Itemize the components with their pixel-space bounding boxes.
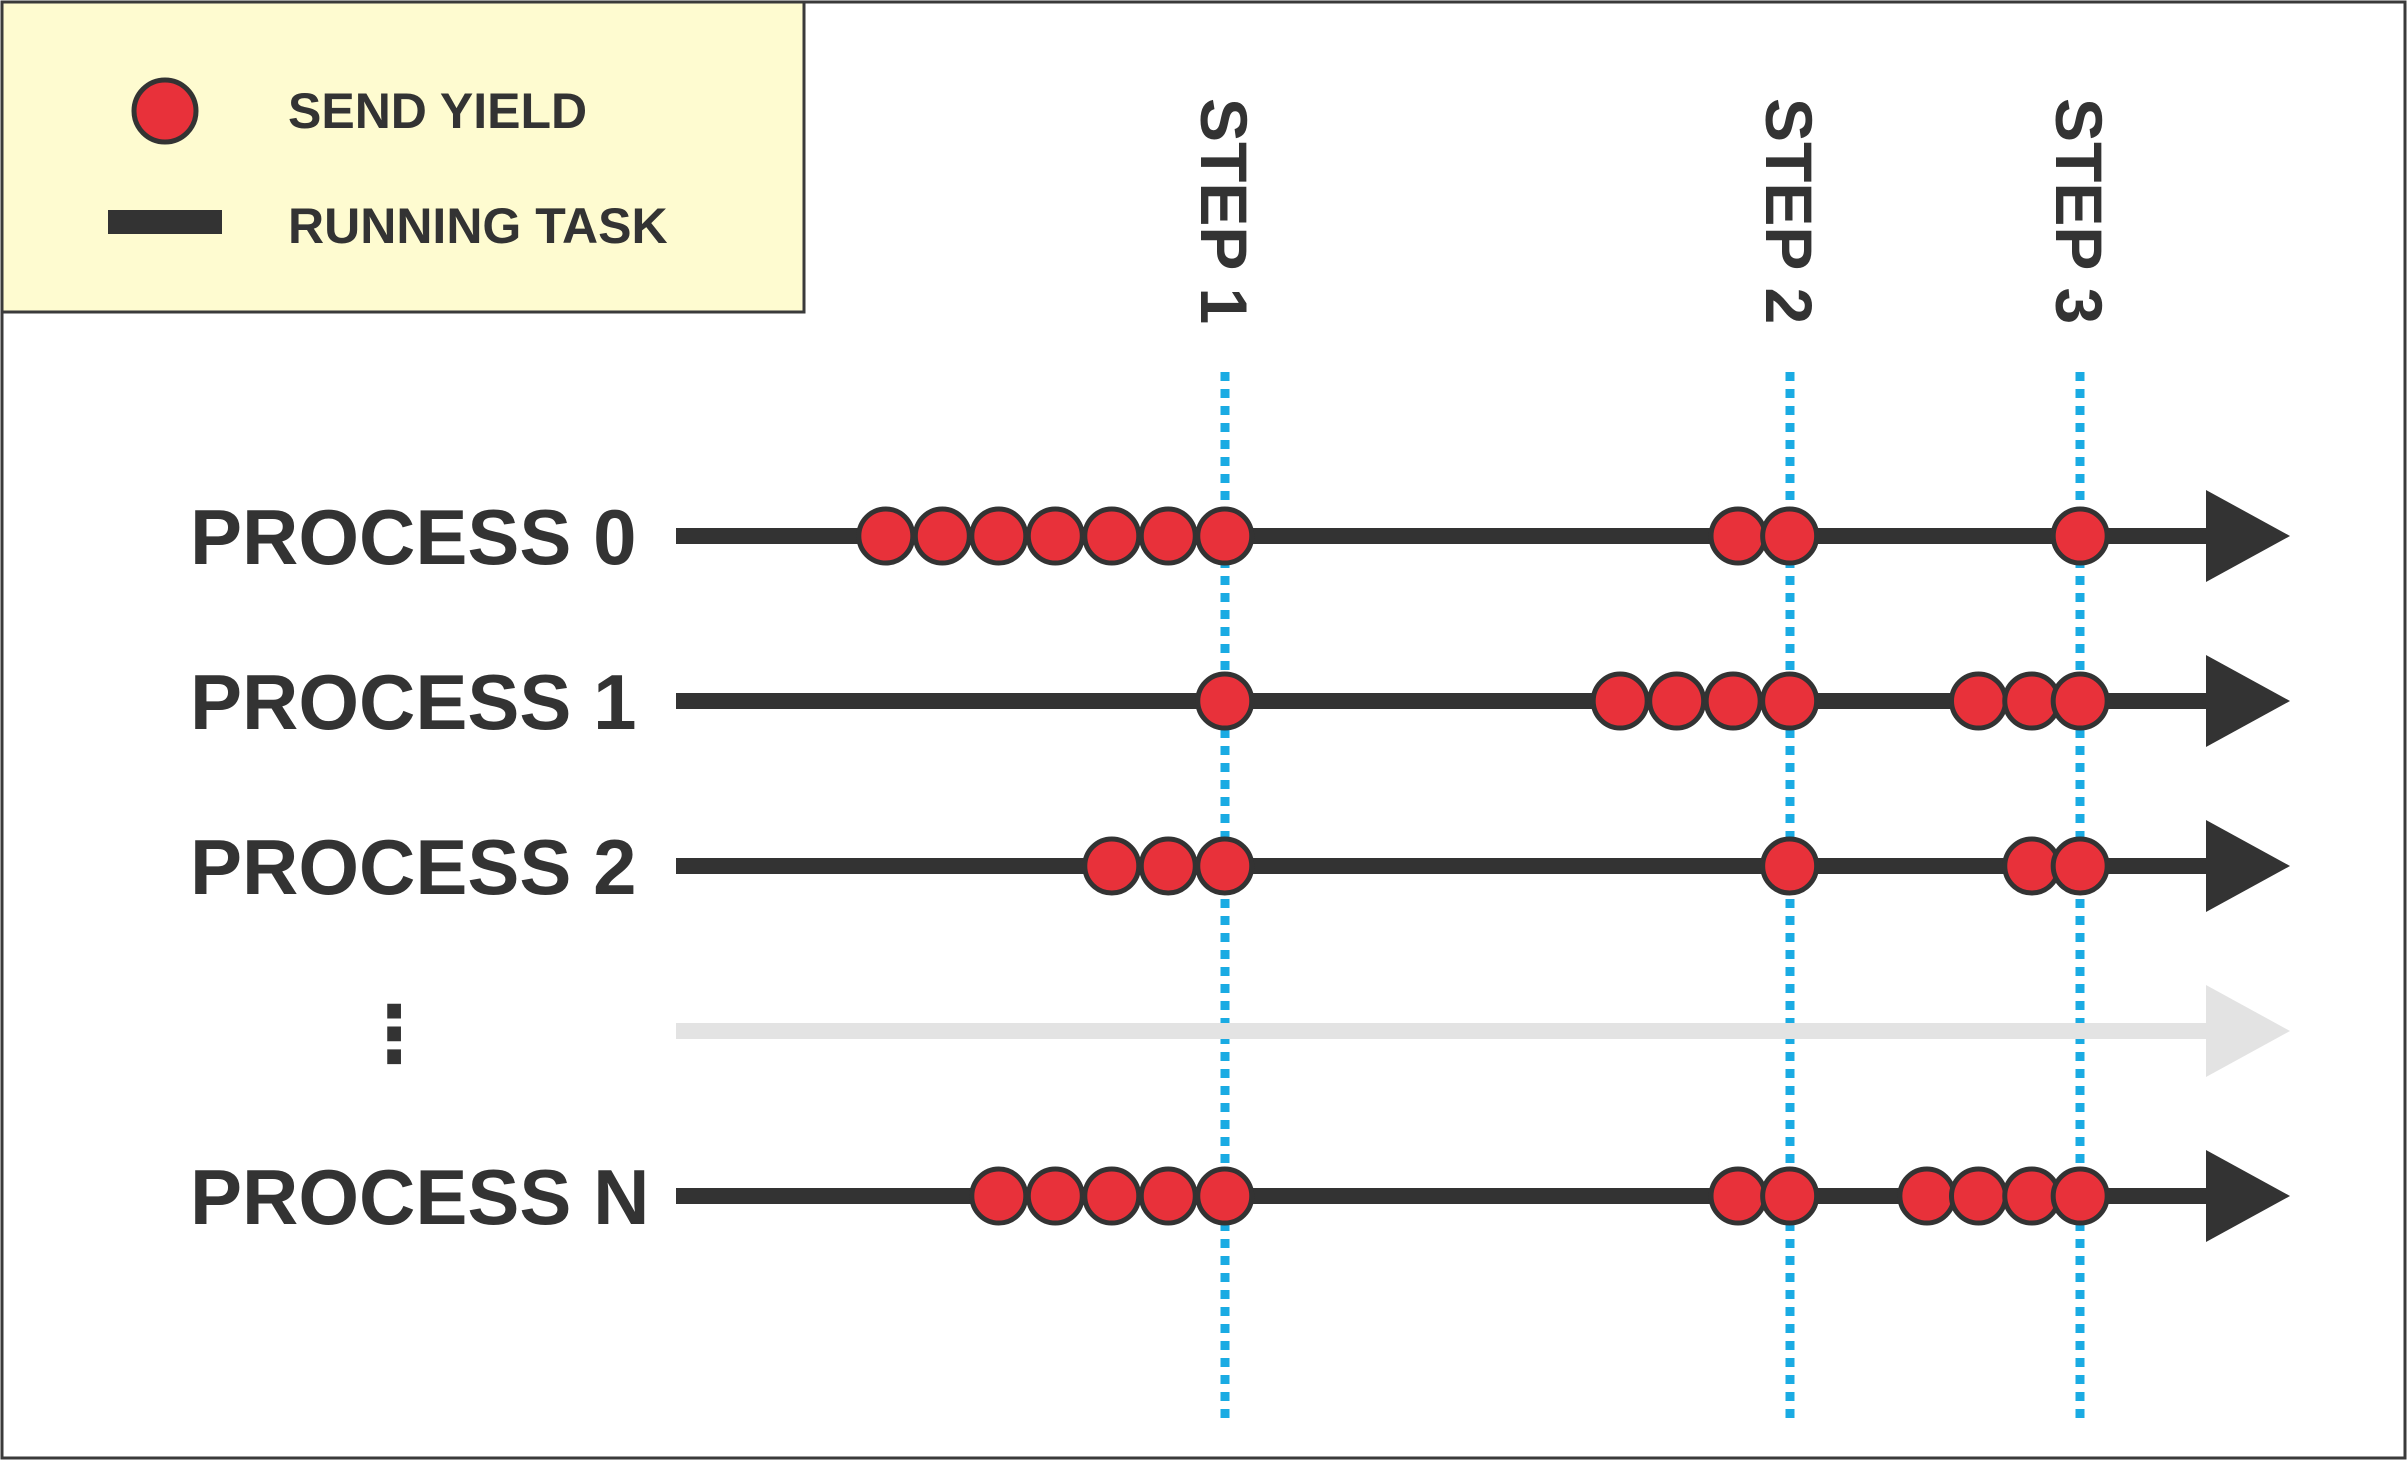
yield-dot [1948, 1166, 2008, 1226]
process-label: PROCESS N [190, 1153, 649, 1241]
yield-dot [1760, 836, 1820, 896]
yield-dot [2050, 1166, 2110, 1226]
yield-dot [1082, 1166, 1142, 1226]
yield-dot [1948, 671, 2008, 731]
step-label: STEP 1 [1187, 98, 1261, 324]
yield-dot [1760, 671, 1820, 731]
process-label: PROCESS 0 [190, 493, 636, 581]
yield-dot [2002, 1166, 2062, 1226]
task-arrowhead [2206, 1150, 2290, 1242]
yield-dot [1082, 836, 1142, 896]
yield-dot [856, 506, 916, 566]
faded-arrowhead [2206, 985, 2290, 1077]
yield-dot [1025, 506, 1085, 566]
yield-dot [1138, 506, 1198, 566]
yield-dot [912, 506, 972, 566]
yield-dot [2050, 671, 2110, 731]
yield-dot [1138, 836, 1198, 896]
yield-dot [1025, 1166, 1085, 1226]
task-arrowhead [2206, 655, 2290, 747]
yield-dots [856, 506, 2110, 1226]
more-processes-ellipsis: ⋮ [355, 990, 433, 1078]
yield-dot [1703, 671, 1763, 731]
task-arrowhead [2206, 490, 2290, 582]
yield-dot [1195, 836, 1255, 896]
task-line [676, 693, 2210, 709]
yield-dot [1897, 1166, 1957, 1226]
yield-dot [1195, 1166, 1255, 1226]
legend: SEND YIELD RUNNING TASK [0, 0, 806, 314]
process-rows: ⋮ PROCESS 0 PROCESS 1 PROCESS 2 PROCESS N [190, 490, 2290, 1242]
yield-dot [1708, 506, 1768, 566]
yield-dot [1082, 506, 1142, 566]
yield-dot [1760, 506, 1820, 566]
yield-dot [1647, 671, 1707, 731]
legend-box [0, 0, 806, 314]
yield-dot [1138, 1166, 1198, 1226]
process-label: PROCESS 2 [190, 823, 636, 911]
yield-dot [2050, 836, 2110, 896]
yield-dot [2002, 836, 2062, 896]
yield-dot [969, 506, 1029, 566]
step-label: STEP 2 [1752, 98, 1826, 324]
task-arrowhead [2206, 820, 2290, 912]
yield-dot [969, 1166, 1029, 1226]
process-label: PROCESS 1 [190, 658, 636, 746]
task-line [676, 858, 2210, 874]
legend-yield-label: SEND YIELD [288, 83, 587, 139]
legend-task-icon [108, 210, 222, 234]
yield-dot [1590, 671, 1650, 731]
faded-task-line [676, 1023, 2210, 1039]
legend-yield-icon [131, 77, 199, 145]
yield-dot [2050, 506, 2110, 566]
step-label: STEP 3 [2042, 98, 2116, 324]
yield-dot [1708, 1166, 1768, 1226]
yield-dot [1195, 506, 1255, 566]
yield-dot [2002, 671, 2062, 731]
yield-dot [1760, 1166, 1820, 1226]
yield-dot [1195, 671, 1255, 731]
legend-task-label: RUNNING TASK [288, 198, 668, 254]
